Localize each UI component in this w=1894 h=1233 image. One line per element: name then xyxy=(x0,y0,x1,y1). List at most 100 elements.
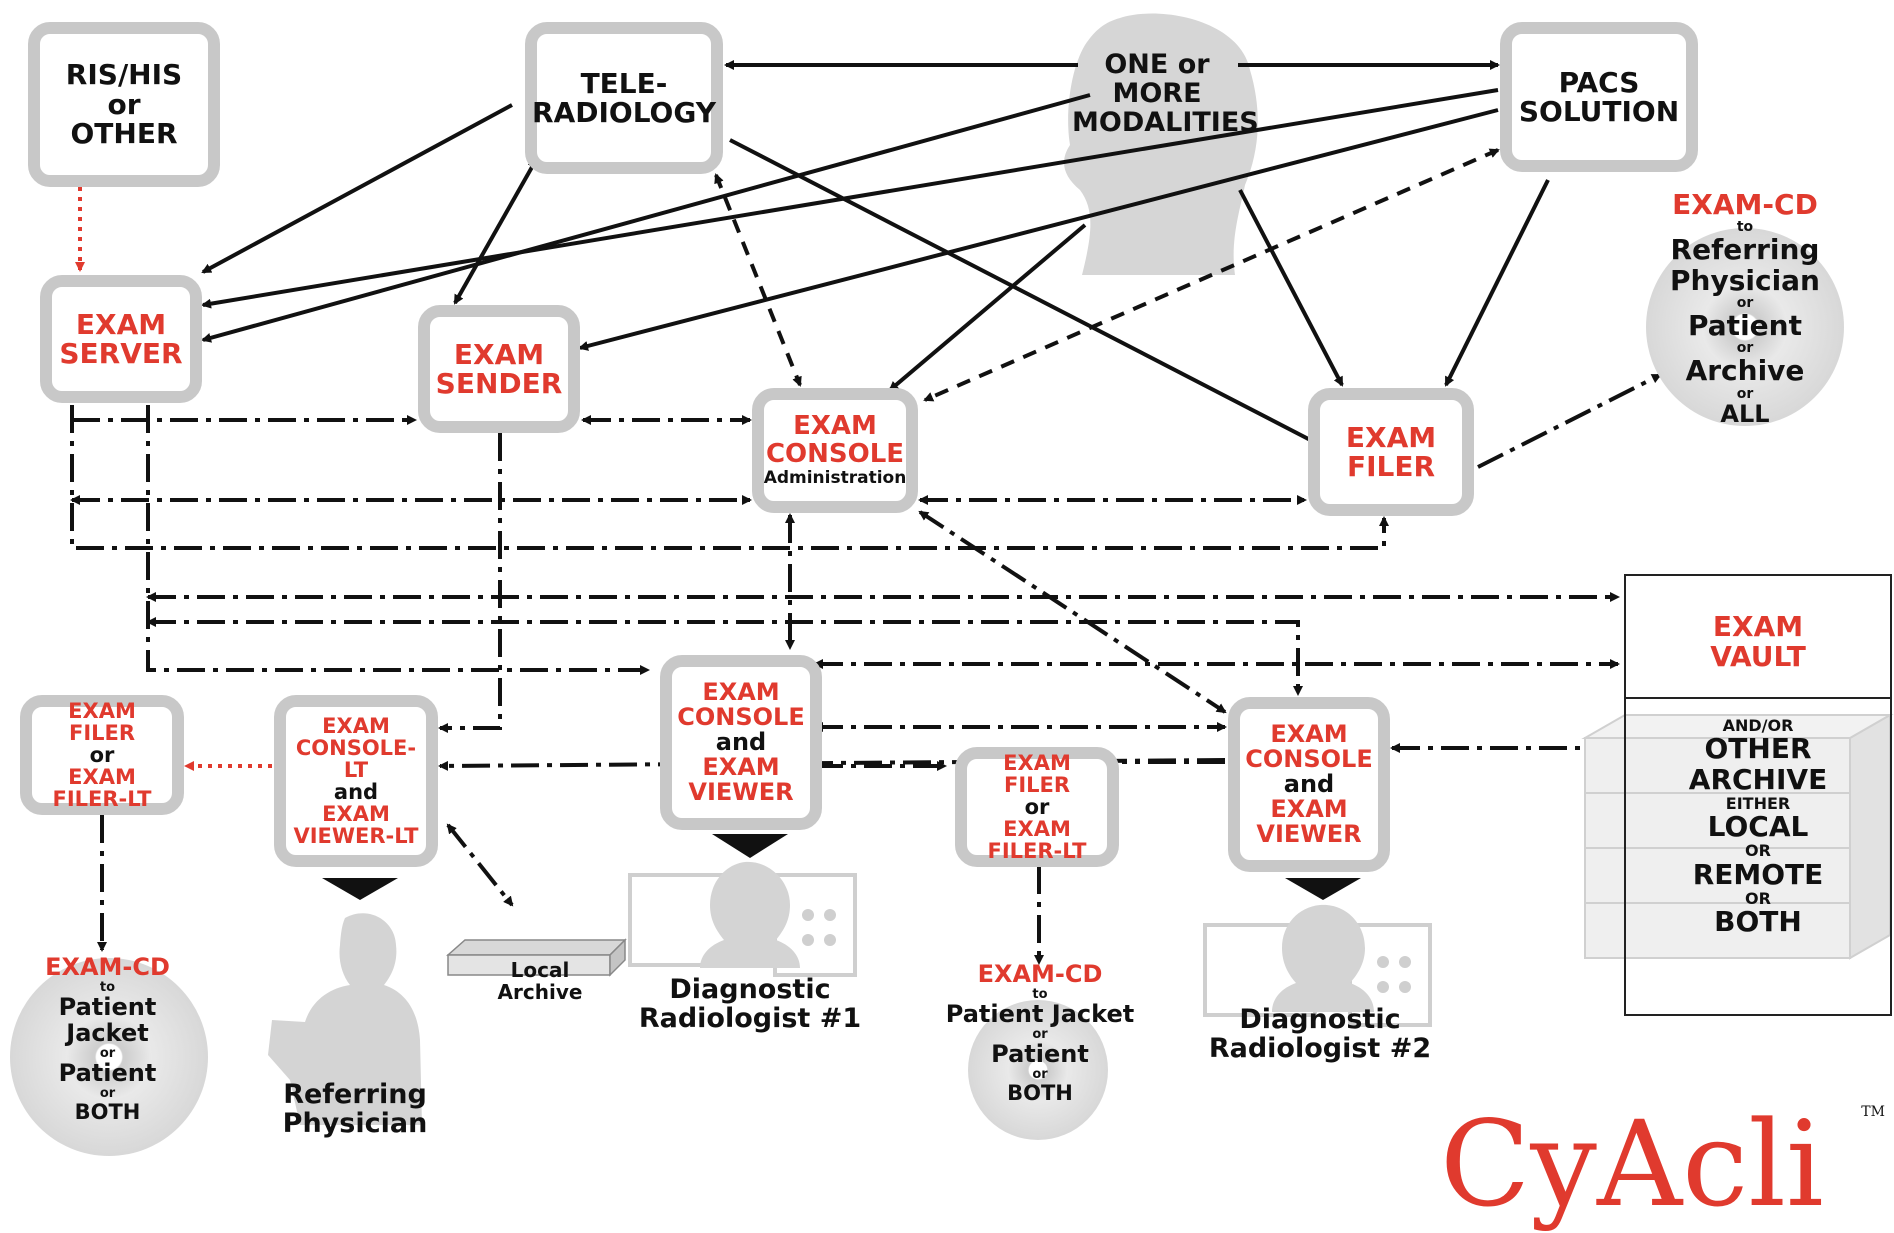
viewer2-red-2: CONSOLE xyxy=(1245,744,1373,773)
diag2-line-1: Diagnostic xyxy=(1239,1004,1401,1035)
cd-bm-title: EXAM-CD xyxy=(977,960,1103,988)
cd-bl-l4: BOTH xyxy=(74,1099,141,1124)
diag1-line-1: Diagnostic xyxy=(669,974,831,1005)
console-lt-and: and xyxy=(333,780,379,804)
console-lt-red-1: EXAM xyxy=(322,713,390,738)
edge-server-filer-loop xyxy=(70,405,1389,550)
cd-bm-or2: or xyxy=(1032,1066,1048,1082)
other-archive-label: AND/OR OTHER ARCHIVE EITHER LOCAL OR REM… xyxy=(1624,717,1892,937)
edge-sender-tele xyxy=(453,158,538,305)
exam-server-line-2: SERVER xyxy=(59,337,183,370)
archive-or2: OR xyxy=(1745,888,1771,908)
cd-bl-l3: Patient xyxy=(58,1058,157,1087)
console-lt-red-2: CONSOLE-LT xyxy=(295,735,417,782)
edge-tele-server xyxy=(201,103,513,274)
edge-server-viewer2 xyxy=(146,617,1303,696)
cd-tr-l4: Archive xyxy=(1685,354,1805,388)
vault-line-2: VAULT xyxy=(1710,640,1806,674)
arrow-down-viewer2 xyxy=(1285,878,1361,900)
cd-bm-l2: Patient xyxy=(991,1039,1089,1068)
archive-and-or: AND/OR xyxy=(1722,716,1794,735)
exam-sender-line-1: EXAM xyxy=(453,337,545,371)
cd-bm-l1: Patient Jacket xyxy=(945,999,1135,1028)
diag2-line-2: Radiologist #2 xyxy=(1208,1033,1432,1065)
archive-l5: BOTH xyxy=(1714,905,1802,938)
console-admin-sub: Administration xyxy=(763,467,907,488)
diagnostic-radiologist-2-silhouette xyxy=(1203,904,1432,1027)
diag1-line-2: Radiologist #1 xyxy=(638,1003,862,1035)
local-archive-line-1: Local xyxy=(510,958,570,982)
exam-vault-label: EXAM VAULT xyxy=(1624,611,1892,674)
ref-phys-line-1: Referring xyxy=(283,1079,427,1110)
archive-server-stack xyxy=(1581,713,1894,960)
modalities-line-2: MORE xyxy=(1112,78,1202,110)
teleradiology-node: TELE- RADIOLOGY xyxy=(525,22,723,174)
exam-cd-bottom-left-disc xyxy=(10,958,208,1156)
exam-cd-bottom-left: EXAM-CD to Patient Jacket or Patient or … xyxy=(5,953,210,1124)
viewer1-red-3: EXAM xyxy=(702,753,780,782)
archive-l4: REMOTE xyxy=(1692,857,1824,891)
exam-cd-bottom-mid: EXAM-CD to Patient Jacket or Patient or … xyxy=(935,960,1145,1104)
cd-tr-or2: or xyxy=(1736,340,1754,357)
ris-label-1: RIS/HIS xyxy=(65,58,183,92)
viewer1-and: and xyxy=(715,727,767,756)
filer-mid-red-3: FILER-LT xyxy=(987,839,1087,864)
viewer1-red-2: CONSOLE xyxy=(677,702,805,731)
console-lt-red-3: EXAM xyxy=(322,802,390,827)
console-lt-red-4: VIEWER-LT xyxy=(293,824,419,849)
archive-l1: OTHER xyxy=(1704,732,1812,766)
referring-physician-silhouette xyxy=(268,913,422,1125)
ris-label-2: or xyxy=(107,87,141,121)
cd-bl-to: to xyxy=(99,979,116,995)
tele-label-2: RADIOLOGY xyxy=(532,96,716,129)
edge-server-viewer1 xyxy=(146,405,650,675)
edge-pacs-console xyxy=(923,148,1500,402)
edge-pacs-server xyxy=(201,88,1499,309)
exam-cd-bottom-mid-disc xyxy=(968,1000,1108,1140)
console-admin-line-1: EXAM xyxy=(793,411,877,442)
cd-bl-l2: Jacket xyxy=(66,1018,149,1047)
arrow-down-consolelt xyxy=(322,878,398,900)
cd-bl-or2: or xyxy=(99,1085,116,1101)
cd-tr-or3: or xyxy=(1736,385,1754,402)
cd-tr-l5: ALL xyxy=(1720,399,1770,428)
logo-text: CyAcli xyxy=(1440,1095,1824,1233)
exam-filer-left-node: EXAM FILER or EXAM FILER-LT xyxy=(20,695,184,815)
local-archive-device xyxy=(446,938,627,977)
cd-tr-to: to xyxy=(1736,219,1754,236)
exam-filer-node: EXAM FILER xyxy=(1308,388,1474,516)
exam-console-lt-node: EXAM CONSOLE-LT and EXAM VIEWER-LT xyxy=(274,695,438,867)
pacs-solution-node: PACS SOLUTION xyxy=(1500,22,1698,172)
ris-his-node: RIS/HIS or OTHER xyxy=(28,22,220,187)
tele-label-1: TELE- xyxy=(580,66,668,100)
exam-sender-line-2: SENDER xyxy=(435,367,563,400)
cd-bl-title: EXAM-CD xyxy=(45,953,170,981)
exam-console-admin-node: EXAM CONSOLE Administration xyxy=(752,388,918,513)
cd-tr-l1: Referring xyxy=(1670,233,1820,267)
exam-filer-line-2: FILER xyxy=(1346,450,1436,483)
filer-left-red-2: EXAM xyxy=(68,765,136,790)
viewer1-red-1: EXAM xyxy=(702,677,780,706)
edge-sender-consolelt xyxy=(438,433,502,733)
exam-vault-box xyxy=(1624,574,1892,1016)
edge-console-viewer2 xyxy=(918,510,1227,714)
edge-consolelt-localarchive xyxy=(446,823,514,907)
cd-bl-l1: Patient xyxy=(58,992,157,1021)
archive-either: EITHER xyxy=(1725,793,1791,813)
archive-l2: ARCHIVE xyxy=(1688,762,1828,796)
edge-pacs-filer xyxy=(1444,179,1550,387)
company-logo: CyAcli TM xyxy=(1440,1105,1885,1223)
archive-l3: LOCAL xyxy=(1707,810,1809,843)
ref-phys-line-2: Physician xyxy=(282,1108,428,1140)
viewer1-red-4: VIEWER xyxy=(688,778,794,807)
edge-filer-cd xyxy=(1477,373,1662,469)
filer-mid-red-2: EXAM xyxy=(1003,817,1071,842)
edge-modalities-server xyxy=(201,93,1091,343)
exam-cd-top-right: EXAM-CD to Referring Physician or Patien… xyxy=(1640,189,1850,428)
exam-server-node: EXAM SERVER xyxy=(40,275,202,403)
exam-filer-line-1: EXAM xyxy=(1345,420,1437,454)
pacs-label-2: SOLUTION xyxy=(1518,95,1680,128)
diagnostic-radiologist-1-silhouette xyxy=(628,861,857,977)
exam-filer-mid-node: EXAM FILER or EXAM FILER-LT xyxy=(955,747,1119,867)
connection-wires xyxy=(70,13,1894,1125)
